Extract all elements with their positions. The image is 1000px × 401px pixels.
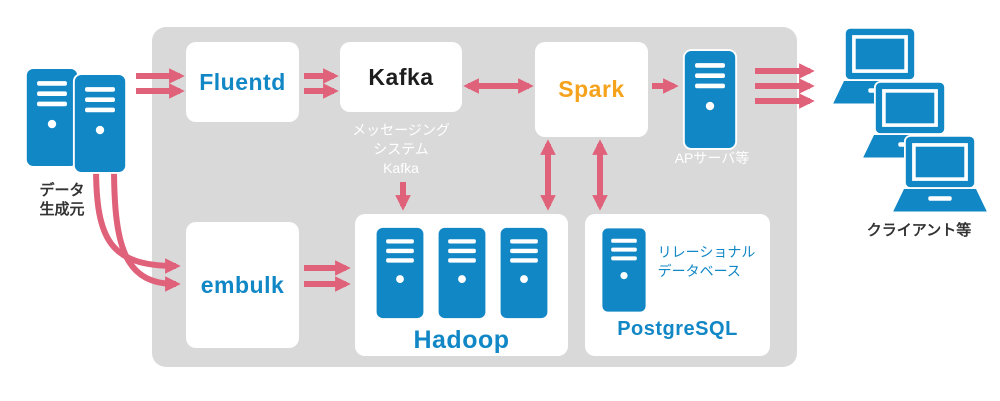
postgresql-caption: リレーショナル データベース bbox=[658, 225, 756, 281]
embulk-label: embulk bbox=[200, 271, 285, 298]
spark-label: Spark bbox=[558, 76, 625, 102]
postgresql-server-icon bbox=[600, 226, 647, 314]
hadoop-server-icon bbox=[374, 226, 425, 320]
hadoop-node: Hadoop bbox=[355, 214, 568, 356]
hadoop-label: Hadoop bbox=[413, 326, 510, 354]
postgresql-node: リレーショナル データベース PostgreSQL bbox=[585, 214, 770, 356]
client-laptop-icon bbox=[891, 135, 989, 214]
fluentd-label: Fluentd bbox=[199, 68, 286, 95]
kafka-label: Kafka bbox=[368, 63, 434, 90]
postgresql-caption-line: リレーショナル bbox=[657, 244, 756, 260]
kafka-caption: メッセージング システム Kafka bbox=[336, 121, 466, 178]
postgresql-row: リレーショナル データベース bbox=[600, 225, 756, 315]
kafka-caption-line: Kafka bbox=[383, 160, 419, 176]
hadoop-cluster-icons bbox=[374, 225, 550, 321]
source-label: データ 生成元 bbox=[12, 181, 112, 219]
ap-server-icon bbox=[682, 49, 738, 150]
postgresql-caption-line: データベース bbox=[657, 263, 741, 279]
clients-label: クライアント等 bbox=[866, 222, 972, 239]
kafka-caption-line: システム bbox=[373, 141, 429, 157]
kafka-caption-line: メッセージング bbox=[352, 122, 450, 138]
source-server-icon bbox=[72, 73, 128, 174]
kafka-node: Kafka bbox=[340, 42, 462, 112]
source-label-line: データ bbox=[39, 182, 85, 199]
fluentd-node: Fluentd bbox=[186, 42, 299, 122]
embulk-node: embulk bbox=[186, 222, 299, 348]
spark-node: Spark bbox=[535, 42, 648, 137]
postgresql-label: PostgreSQL bbox=[617, 318, 738, 340]
ap-server-caption: APサーバ等 bbox=[674, 150, 750, 166]
hadoop-server-icon bbox=[498, 226, 549, 320]
source-label-line: 生成元 bbox=[39, 201, 85, 218]
hadoop-server-icon bbox=[436, 226, 487, 320]
